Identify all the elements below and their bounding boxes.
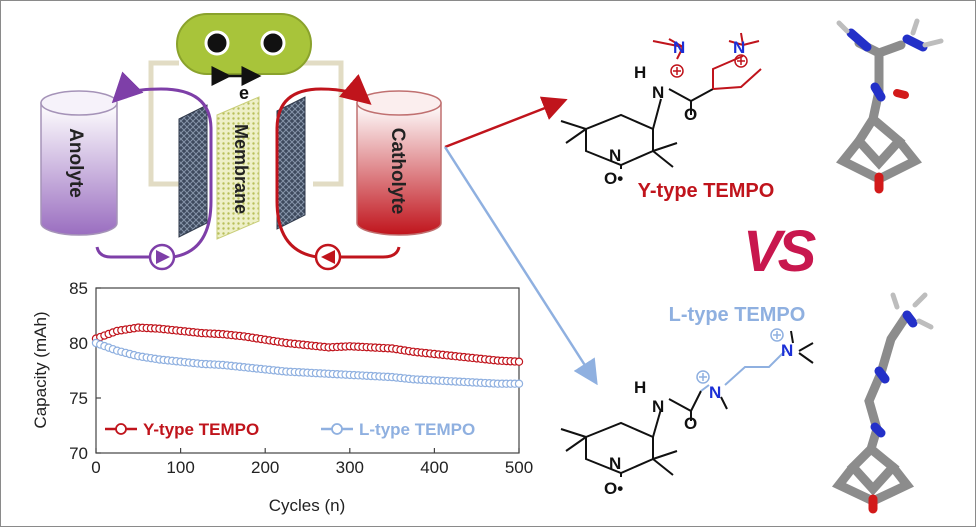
y-charges <box>670 54 748 78</box>
terminal-right <box>260 30 286 56</box>
y-n-cation-left: N <box>673 38 685 57</box>
data-point <box>514 379 524 388</box>
y-o-carbonyl: O <box>684 105 697 124</box>
y-type-title: Y-type TEMPO <box>638 180 775 202</box>
y-n-cation-right: N <box>733 38 745 57</box>
l-o-radical: O• <box>604 479 623 498</box>
l-type-title: L-type TEMPO <box>669 304 806 326</box>
l-type-3d-model <box>831 292 934 514</box>
l-methyls <box>560 428 678 476</box>
l-h-atom: H <box>634 378 646 397</box>
anolyte-label: Anolyte <box>65 128 86 198</box>
y-branch-right <box>712 68 762 90</box>
y-axis: 70 75 80 85 <box>69 279 101 463</box>
terminal-left <box>204 30 230 56</box>
membrane <box>216 96 260 240</box>
legend-label-l: L-type TEMPO <box>359 420 475 439</box>
series-l-type <box>91 338 524 388</box>
l-amide-chain <box>668 390 702 421</box>
y-axis-label: Capacity (mAh) <box>31 311 50 428</box>
l-n-ring: N <box>609 454 621 473</box>
data-point <box>514 357 524 366</box>
x-tick-label: 400 <box>420 458 448 477</box>
battery-schematic: e Anolyte Catholyte Membrane <box>40 13 598 386</box>
y-branch-left <box>712 55 744 89</box>
catholyte-label: Catholyte <box>387 128 408 215</box>
l-chain-2 <box>724 350 786 386</box>
y-tick-label: 70 <box>69 444 88 463</box>
anolyte-flow-loop <box>111 71 213 259</box>
l-amide-bond <box>652 408 662 438</box>
electron-label: e <box>239 83 249 103</box>
vs-logo: VS <box>743 219 821 284</box>
y-tick-label: 80 <box>69 334 88 353</box>
x-tick-label: 0 <box>91 458 100 477</box>
y-nme2-left <box>652 38 684 60</box>
membrane-label: Membrane <box>231 124 251 214</box>
wire-right <box>303 60 344 187</box>
legend-label-y: Y-type TEMPO <box>143 420 259 439</box>
arrow-to-y-type <box>444 96 568 149</box>
x-tick-label: 300 <box>336 458 364 477</box>
electrode-right <box>276 96 306 230</box>
y-n-amide: N <box>652 83 664 102</box>
x-axis: 0 100 200 300 400 500 <box>91 448 533 477</box>
l-chain-1 <box>700 384 710 392</box>
x-tick-label: 200 <box>251 458 279 477</box>
anolyte-pump-arrow <box>156 250 170 264</box>
y-type-3d-model <box>836 18 944 194</box>
vs-text: VS <box>743 219 817 284</box>
legend-item-l: L-type TEMPO <box>321 420 475 439</box>
legend-item-y: Y-type TEMPO <box>105 420 259 439</box>
legend: Y-type TEMPO L-type TEMPO <box>105 420 475 439</box>
y-amide-bond <box>652 98 662 130</box>
l-methyl-groups <box>720 330 814 410</box>
y-h-atom: H <box>634 63 646 82</box>
catholyte-flow-bottom <box>339 246 401 259</box>
electrode-left <box>178 104 208 238</box>
y-type-molecule <box>560 32 762 169</box>
l-n-amide: N <box>652 397 664 416</box>
anolyte-tank: Anolyte <box>40 90 118 236</box>
y-tick-label: 85 <box>69 279 88 298</box>
wire-left <box>148 60 179 187</box>
y-nme3-right <box>728 32 760 47</box>
y-n-ring: N <box>609 146 621 165</box>
x-tick-label: 100 <box>166 458 194 477</box>
y-methyls <box>560 120 678 168</box>
catholyte-flow-loop <box>275 73 372 259</box>
plot-frame <box>95 287 520 454</box>
l-o-carbonyl: O <box>684 414 697 433</box>
capacity-chart: 70 75 80 85 0 100 200 300 400 500 Capacity (mAh)… <box>31 279 533 515</box>
arrow-to-l-type <box>443 146 598 386</box>
l-charges <box>696 328 784 384</box>
catholyte-pump-arrow <box>321 250 335 264</box>
x-tick-label: 500 <box>505 458 533 477</box>
l-n-cation-2: N <box>781 341 793 360</box>
y-o-radical: O• <box>604 169 623 188</box>
power-source <box>176 13 312 75</box>
y-tick-label: 75 <box>69 389 88 408</box>
l-n-cation-1: N <box>709 383 721 402</box>
l-type-molecule <box>560 330 814 477</box>
anolyte-flow-bottom <box>95 246 151 259</box>
catholyte-tank: Catholyte <box>356 90 442 236</box>
x-axis-label: Cycles (n) <box>269 496 346 515</box>
y-amide-chain <box>668 88 714 115</box>
series-y-type <box>91 323 524 366</box>
